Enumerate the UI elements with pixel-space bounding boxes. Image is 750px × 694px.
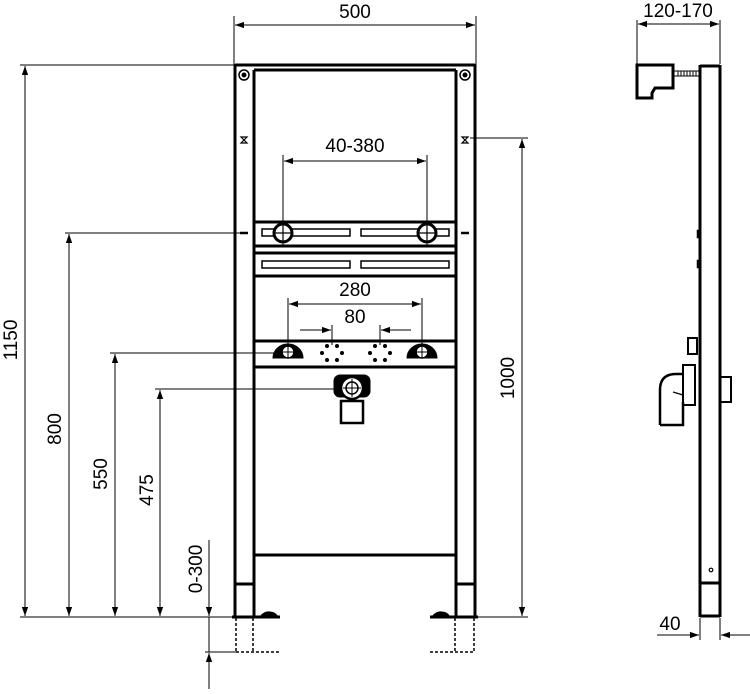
waste-outlet-icon (333, 374, 371, 425)
dim-label-1000: 1000 (498, 357, 519, 399)
dim-label-80: 80 (344, 307, 365, 328)
dim-label-500: 500 (339, 2, 371, 23)
dim-label-40: 40 (659, 614, 680, 635)
corner-bolt-icon (238, 69, 471, 81)
side-dimension-lines (636, 20, 750, 640)
water-supply-icon (272, 343, 438, 359)
dim-label-0-300: 0-300 (186, 545, 207, 594)
dim-label-800: 800 (45, 413, 66, 445)
dim-label-280: 280 (339, 280, 371, 301)
dim-label-550: 550 (91, 458, 112, 490)
dim-label-475: 475 (137, 474, 158, 506)
dim-label-1150: 1150 (1, 320, 22, 361)
dim-label-40-380: 40-380 (325, 136, 384, 157)
level-mark-icon (239, 136, 470, 235)
tap-fixing-icon (272, 222, 438, 244)
hole-pattern-icon (320, 344, 392, 362)
side-view-frame (635, 63, 732, 618)
front-view-frame (232, 63, 478, 653)
dimension-lines (20, 16, 528, 689)
dim-label-120-170: 120-170 (643, 1, 713, 22)
